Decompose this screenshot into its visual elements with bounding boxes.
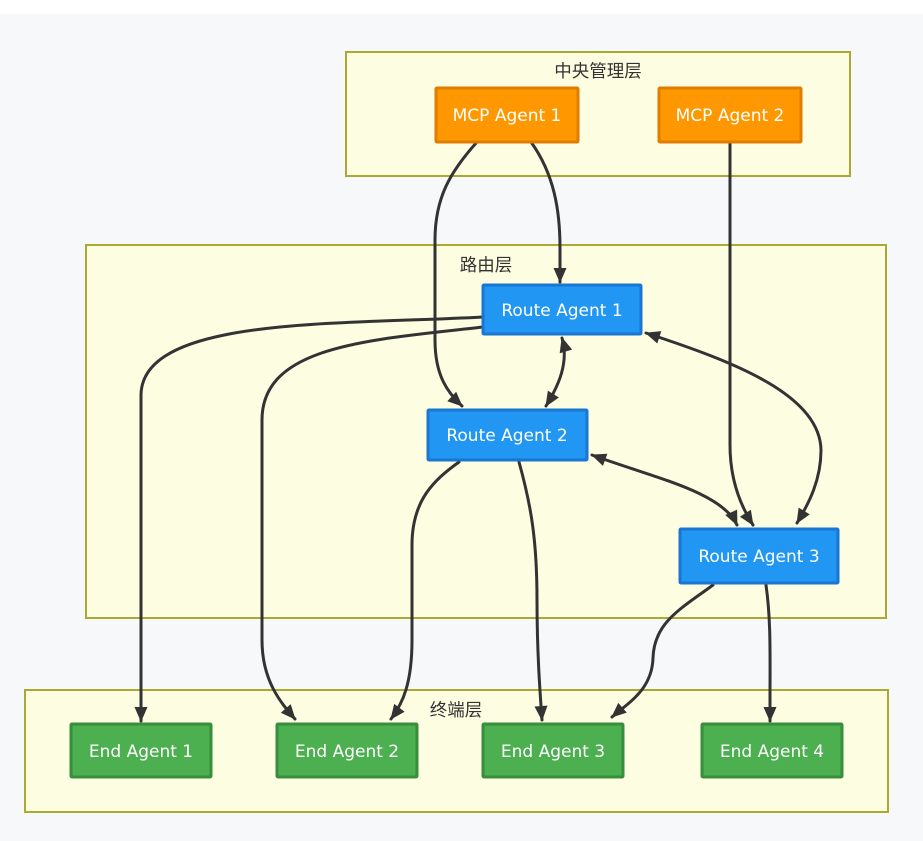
- edge-route3-to-end3: [610, 583, 715, 719]
- edge-route2-route3-bidirectional: [590, 453, 739, 527]
- node-mcp-agent-2: MCP Agent 2: [657, 86, 803, 144]
- top-whitespace: [0, 0, 923, 14]
- edge-route3-to-end4: [763, 583, 777, 723]
- node-end-agent-4-label: End Agent 4: [720, 742, 824, 762]
- node-route-agent-1: Route Agent 1: [481, 283, 643, 336]
- edge-mcp1-to-route1: [529, 140, 567, 284]
- node-end-agent-3-label: End Agent 3: [501, 742, 605, 762]
- edge-route1-route3-bidirectional: [644, 331, 823, 525]
- edge-mcp1-to-route2: [433, 140, 479, 408]
- node-end-agent-1: End Agent 1: [69, 722, 213, 779]
- node-end-agent-1-label: End Agent 1: [89, 742, 193, 762]
- node-end-agent-4: End Agent 4: [700, 722, 844, 779]
- node-mcp-agent-2-box: [657, 86, 803, 144]
- node-end-agent-1-box: [69, 722, 213, 779]
- layer-routing-label: 路由层: [460, 256, 513, 276]
- edge-route2-to-end3: [517, 460, 548, 722]
- layer-terminal-label: 终端层: [430, 701, 483, 721]
- node-mcp-agent-1-label: MCP Agent 1: [453, 106, 562, 126]
- node-end-agent-4-box: [700, 722, 844, 779]
- edge-route1-to-end2: [260, 325, 485, 721]
- edge-route2-to-end2: [389, 460, 461, 721]
- node-mcp-agent-1-box: [434, 86, 580, 144]
- node-route-agent-2-box: [426, 408, 589, 462]
- node-route-agent-3-label: Route Agent 3: [698, 547, 819, 567]
- edges: [134, 140, 823, 723]
- node-route-agent-2-label: Route Agent 2: [446, 426, 567, 446]
- node-route-agent-2: Route Agent 2: [426, 408, 589, 462]
- edge-route1-route2-bidirectional: [544, 336, 573, 408]
- node-end-agent-3-box: [481, 722, 625, 779]
- node-route-agent-3: Route Agent 3: [678, 527, 840, 585]
- node-end-agent-2: End Agent 2: [275, 722, 419, 779]
- node-mcp-agent-1: MCP Agent 1: [434, 86, 580, 144]
- node-route-agent-1-box: [481, 283, 643, 336]
- layer-central-label: 中央管理层: [554, 62, 642, 82]
- node-route-agent-1-label: Route Agent 1: [501, 301, 622, 321]
- node-route-agent-3-box: [678, 527, 840, 585]
- node-end-agent-2-box: [275, 722, 419, 779]
- node-end-agent-3: End Agent 3: [481, 722, 625, 779]
- node-mcp-agent-2-label: MCP Agent 2: [676, 106, 785, 126]
- node-end-agent-2-label: End Agent 2: [295, 742, 399, 762]
- edge-route1-to-end1: [134, 315, 485, 723]
